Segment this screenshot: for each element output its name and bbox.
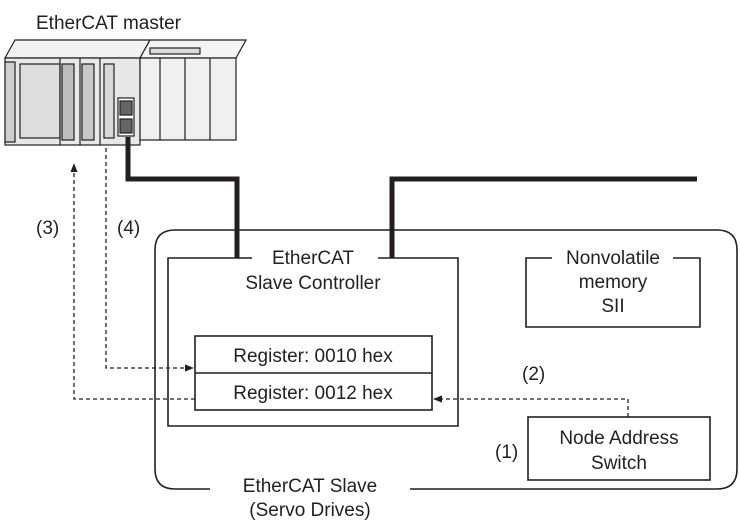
step-2-arrow: [433, 395, 629, 417]
register-0010: Register: 0010 hex: [233, 346, 393, 367]
slave-label: EtherCAT Slave: [243, 476, 377, 497]
step-4-label: (4): [117, 218, 140, 239]
sii-label: Nonvolatile: [566, 248, 660, 269]
plc-device-icon: [3, 39, 248, 146]
sii-memory-box: [525, 257, 701, 328]
node-address-switch-sublabel: Switch: [591, 453, 647, 474]
sii-sublabel: memory: [579, 272, 648, 293]
slave-controller-box: [167, 257, 459, 427]
register-0012: Register: 0012 hex: [233, 383, 393, 404]
sii-abbrev: SII: [601, 296, 624, 317]
step-3-arrow: [70, 163, 195, 400]
step-2-label: (2): [522, 364, 545, 385]
step-4-arrow: [105, 148, 194, 372]
slave-controller-label: EtherCAT: [272, 248, 354, 269]
slave-sublabel: (Servo Drives): [249, 500, 370, 521]
master-title: EtherCAT master: [36, 13, 182, 34]
ethercat-slave-frame: [154, 229, 738, 490]
slave-controller-sublabel: Slave Controller: [245, 273, 381, 294]
node-address-switch-label: Node Address: [559, 428, 678, 449]
step-1-label: (1): [495, 442, 518, 463]
network-cable-next: [389, 176, 697, 258]
network-cable-master: [125, 137, 240, 258]
node-address-switch-box: [527, 416, 711, 481]
step-3-label: (3): [36, 218, 59, 239]
